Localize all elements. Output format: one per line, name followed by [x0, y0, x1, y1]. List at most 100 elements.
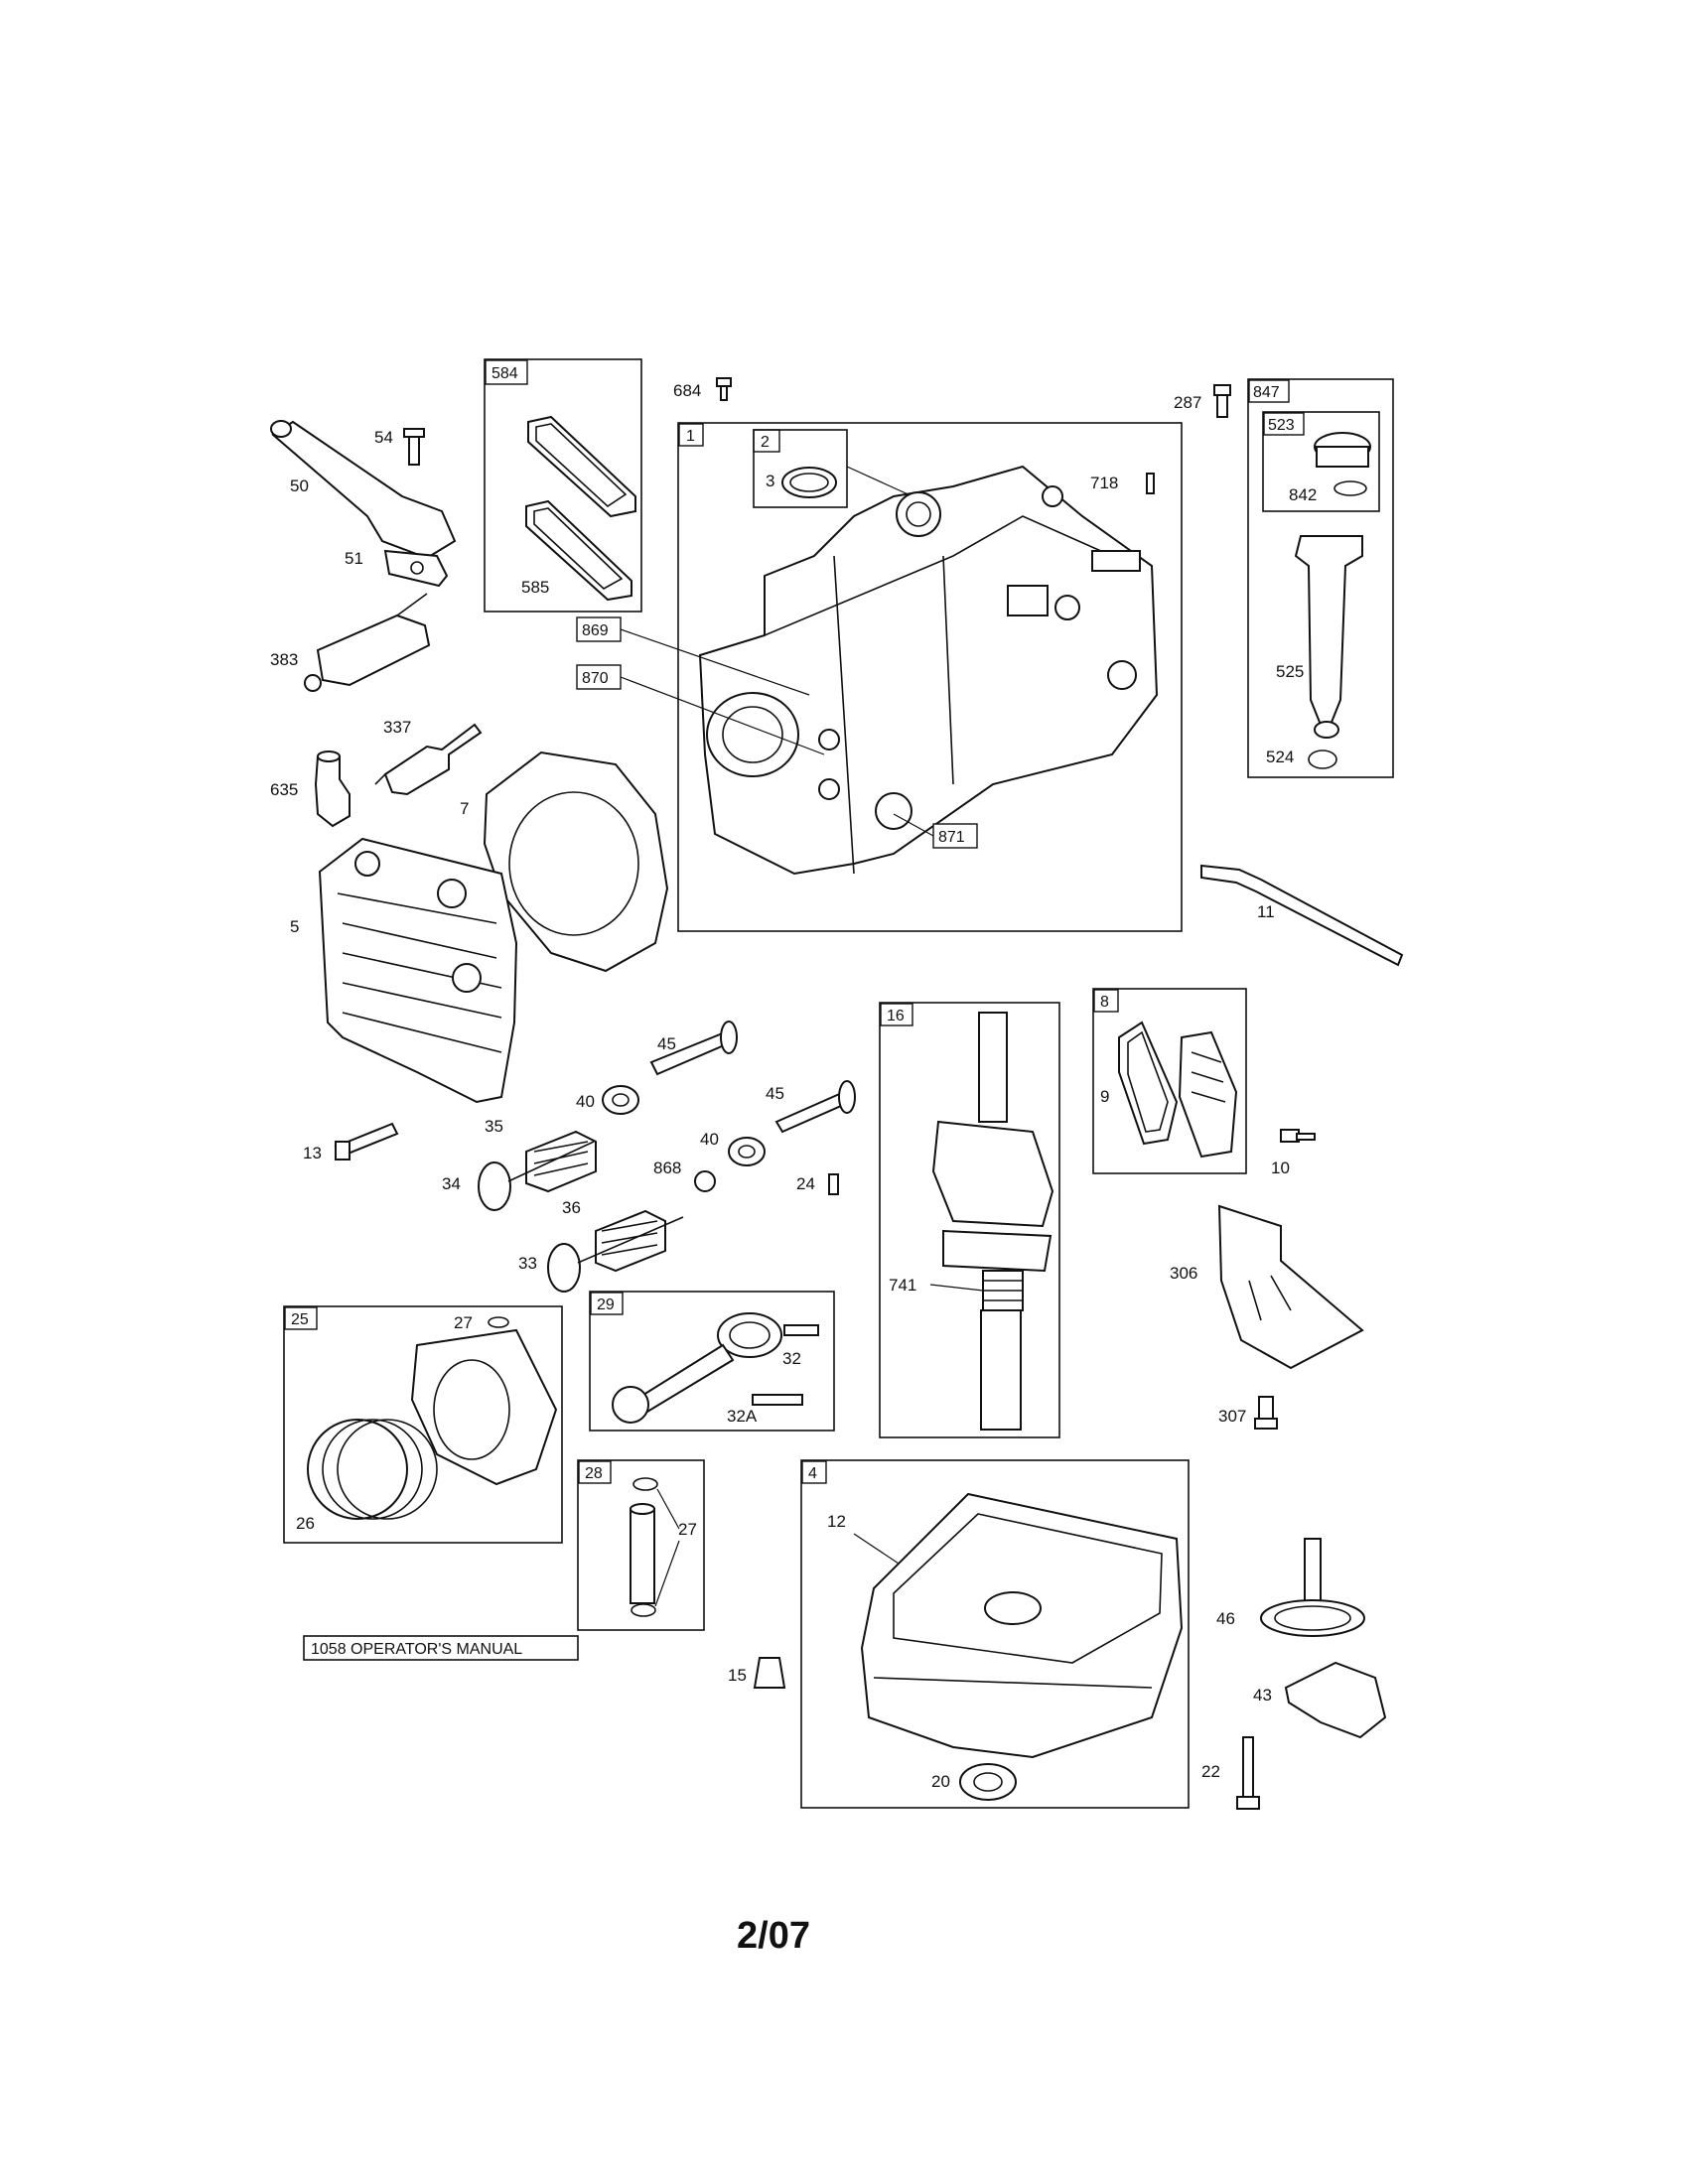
label-5: 5 — [290, 917, 299, 936]
box-1-label: 1 — [686, 428, 695, 445]
piston-rings — [307, 1419, 408, 1520]
label-868: 868 — [653, 1159, 681, 1177]
label-741: 741 — [889, 1276, 916, 1295]
label-26: 26 — [296, 1514, 315, 1533]
crankcase-body — [698, 465, 1159, 876]
label-50: 50 — [290, 477, 309, 495]
box-584-label: 584 — [491, 365, 518, 382]
box-2-label: 2 — [761, 434, 770, 451]
label-27-side: 27 — [678, 1520, 697, 1539]
box-28-frame — [577, 1459, 705, 1631]
manual-label-box — [303, 1635, 579, 1661]
label-40-right: 40 — [700, 1130, 719, 1149]
box-25-group: 25 27 26 — [283, 1305, 563, 1544]
seal-868 — [694, 1170, 716, 1192]
label-33: 33 — [518, 1254, 537, 1273]
label-35: 35 — [485, 1117, 503, 1136]
bolt-22: 22 — [1201, 1736, 1260, 1810]
label-635: 635 — [270, 780, 298, 799]
label-36: 36 — [562, 1198, 581, 1217]
label-45-upper: 45 — [657, 1034, 676, 1053]
box-16-tag — [880, 1003, 913, 1026]
box-584-group: 584 585 — [484, 358, 642, 613]
box-1-frame — [677, 422, 1183, 932]
crank-web — [931, 1120, 1054, 1228]
box-8-label: 8 — [1100, 994, 1109, 1011]
box-16-frame — [879, 1002, 1060, 1438]
valve-33 — [547, 1243, 581, 1293]
label-684: 684 — [673, 381, 701, 400]
label-46: 46 — [1216, 1609, 1235, 1628]
label-34: 34 — [442, 1174, 461, 1193]
tube-11: 11 — [1200, 864, 1404, 967]
pin-718 — [1146, 473, 1155, 494]
crankshaft-bottom — [980, 1309, 1022, 1431]
box-25-label: 25 — [291, 1311, 309, 1328]
box-29-group: 29 32 32A — [589, 1291, 835, 1432]
label-12: 12 — [827, 1512, 846, 1531]
box-523-label: 523 — [1268, 417, 1295, 434]
label-13: 13 — [303, 1144, 322, 1162]
piston — [410, 1328, 558, 1486]
valve-train: 45 45 40 40 35 34 868 24 36 33 13 — [303, 1021, 856, 1293]
box-523-frame — [1262, 411, 1380, 512]
label-32: 32 — [782, 1349, 801, 1368]
bolt-684: 684 — [673, 377, 732, 401]
box-584-tag — [485, 359, 528, 385]
box-16-group: 16 741 — [879, 1002, 1060, 1438]
spring-35 — [525, 1130, 597, 1193]
label-51: 51 — [345, 549, 363, 568]
label-32a: 32A — [727, 1407, 758, 1426]
label-7: 7 — [460, 799, 469, 818]
seal-3 — [781, 467, 837, 498]
valve-34 — [478, 1161, 511, 1211]
box-1-tag — [678, 423, 704, 447]
box-28-label: 28 — [585, 1465, 603, 1482]
box-28-tag — [578, 1460, 612, 1484]
label-524: 524 — [1266, 748, 1294, 766]
label-307: 307 — [1218, 1407, 1246, 1426]
part-383: 383 — [270, 593, 431, 692]
label-3: 3 — [766, 472, 774, 490]
box-847-group: 847 523 842 525 524 — [1247, 378, 1394, 778]
label-337: 337 — [383, 718, 411, 737]
label-24: 24 — [796, 1174, 815, 1193]
spring-36 — [595, 1209, 666, 1273]
box-1-group: 1 2 3 869 870 871 718 — [576, 422, 1183, 932]
box-2-frame — [753, 429, 848, 508]
rod-big-end — [717, 1312, 782, 1358]
label-718: 718 — [1090, 474, 1118, 492]
box-29-tag — [590, 1292, 624, 1315]
crankshaft-top — [978, 1012, 1008, 1123]
shield-306: 306 — [1170, 1204, 1364, 1370]
box-847-frame — [1247, 378, 1394, 778]
label-40-left: 40 — [576, 1092, 595, 1111]
label-22: 22 — [1201, 1762, 1220, 1781]
rod-beam — [633, 1343, 735, 1414]
dipstick-tube — [1294, 535, 1363, 726]
retainer-40b — [728, 1137, 766, 1166]
box-847-tag — [1248, 379, 1290, 403]
box-29-label: 29 — [597, 1297, 615, 1313]
box-8-frame — [1092, 988, 1247, 1174]
label-15: 15 — [728, 1666, 747, 1685]
gasket-51: 51 — [345, 549, 449, 588]
plug-287: 287 — [1174, 384, 1231, 418]
box-4-label: 4 — [808, 1465, 817, 1482]
label-54: 54 — [374, 428, 393, 447]
elbow-635: 635 — [270, 751, 351, 828]
breather-tube-50: 50 — [270, 420, 457, 560]
label-585: 585 — [521, 578, 549, 597]
box-28-group: 28 27 — [577, 1459, 705, 1631]
o-ring-524 — [1308, 750, 1337, 769]
retainer-40a — [602, 1085, 639, 1115]
label-842: 842 — [1289, 485, 1317, 504]
governor-arm-43: 43 — [1253, 1661, 1387, 1739]
label-287: 287 — [1174, 393, 1201, 412]
box-4-tag — [801, 1460, 827, 1484]
bearing-20 — [959, 1763, 1017, 1801]
label-20: 20 — [931, 1772, 950, 1791]
box-523-tag — [1263, 412, 1305, 436]
pin-24 — [828, 1173, 839, 1195]
